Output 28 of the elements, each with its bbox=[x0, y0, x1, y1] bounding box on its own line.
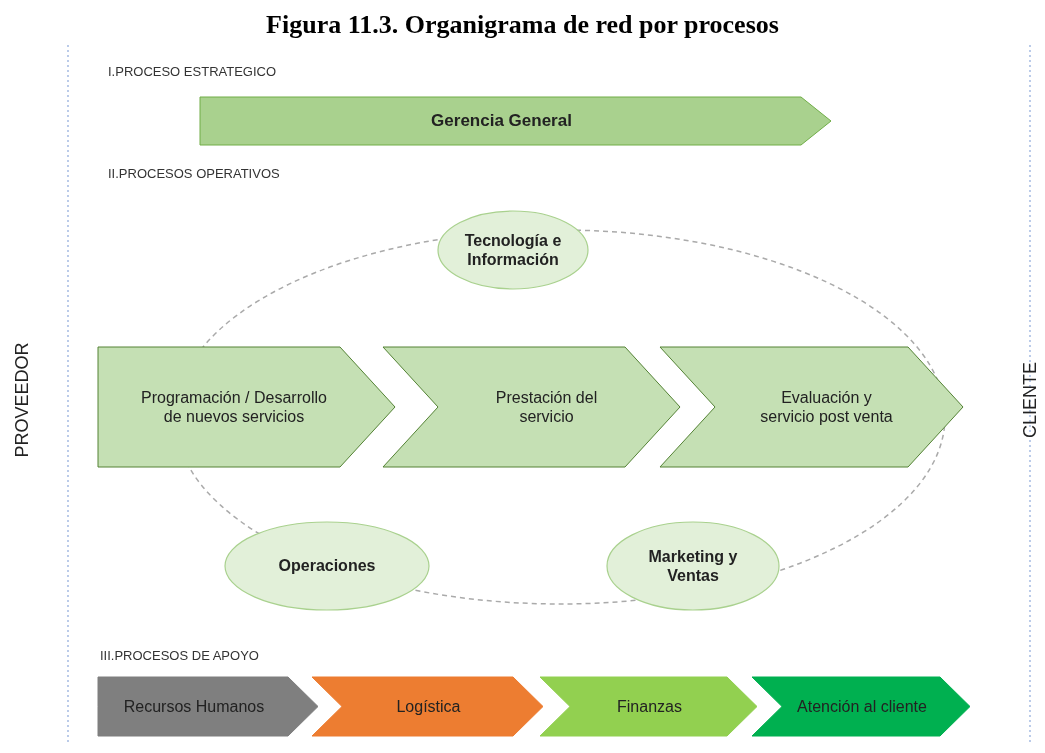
process-step-banner bbox=[660, 347, 963, 467]
node-label: Tecnología e Información bbox=[463, 230, 563, 270]
node-label: Prestación del servicio bbox=[494, 387, 599, 427]
node-label: Recursos Humanos bbox=[123, 696, 265, 717]
section-heading: III.PROCESOS DE APOYO bbox=[100, 648, 259, 663]
diagram-title: Figura 11.3. Organigrama de red por procesos bbox=[265, 10, 780, 40]
side-label: CLIENTE bbox=[1019, 362, 1041, 438]
process-ellipse bbox=[437, 210, 589, 290]
section-heading: II.PROCESOS OPERATIVOS bbox=[108, 166, 280, 181]
process-step-banner bbox=[98, 677, 318, 736]
node-label: Atención al cliente bbox=[797, 696, 927, 717]
side-label: PROVEEDOR bbox=[11, 342, 33, 458]
node-label: Logística bbox=[396, 696, 461, 717]
process-ellipse bbox=[606, 521, 780, 611]
process-step-banner bbox=[312, 677, 543, 736]
node-label: Evaluación y servicio post venta bbox=[759, 387, 894, 427]
node-label: Operaciones bbox=[278, 556, 376, 576]
process-step-banner bbox=[200, 97, 831, 145]
node-label: Marketing y Ventas bbox=[647, 546, 739, 586]
node-label: Finanzas bbox=[617, 696, 682, 717]
process-step-banner bbox=[383, 347, 680, 467]
node-label: Gerencia General bbox=[431, 110, 572, 132]
process-step-banner bbox=[752, 677, 970, 736]
process-step-banner bbox=[540, 677, 757, 736]
node-label: Programación / Desarrollo de nuevos servicios bbox=[140, 387, 328, 427]
process-ellipse bbox=[224, 521, 430, 611]
section-heading: I.PROCESO ESTRATEGICO bbox=[108, 64, 277, 79]
process-step-banner bbox=[98, 347, 395, 467]
